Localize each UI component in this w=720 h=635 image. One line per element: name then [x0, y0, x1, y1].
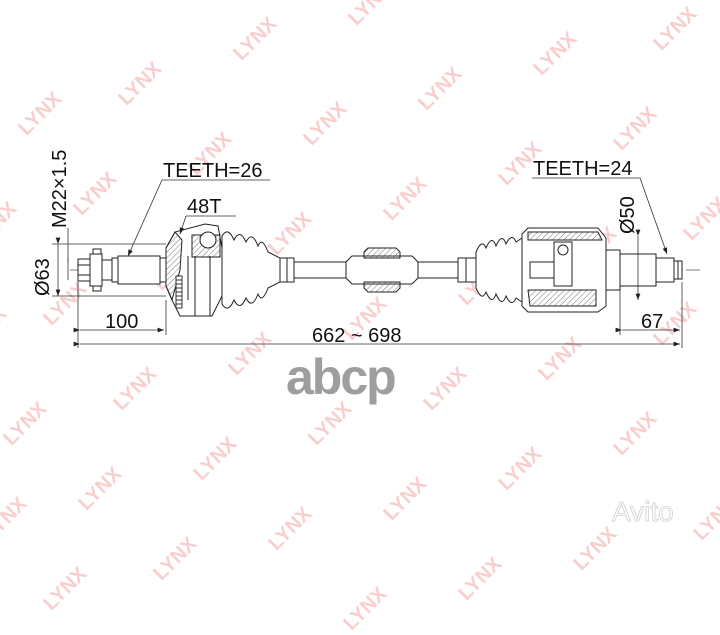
drive-shaft-drawing — [52, 177, 700, 348]
teeth-left-label: TEETH=26 — [163, 160, 263, 182]
lynx-watermark: LYNX — [339, 582, 392, 635]
left-threaded-stub — [77, 248, 119, 292]
lynx-watermark: LYNX — [39, 562, 92, 615]
total-length-label: 662 ~ 698 — [312, 325, 402, 347]
diameter-right-label: Ø50 — [617, 196, 639, 234]
avito-logo: Avito — [612, 496, 675, 527]
abcp-logo: abcp — [286, 349, 397, 405]
right-length-label: 67 — [641, 311, 664, 333]
thread-size-label: M22×1.5 — [49, 149, 71, 228]
left-length-label: 100 — [105, 311, 139, 333]
diameter-left-label: Ø63 — [32, 258, 54, 296]
dimension-lines — [52, 177, 683, 348]
teeth-right-label: TEETH=24 — [533, 158, 633, 180]
lynx-watermark: LYNX — [454, 552, 507, 605]
lynx-watermark: LYNX — [149, 532, 202, 585]
abs-ring-teeth-label: 48T — [187, 196, 222, 218]
